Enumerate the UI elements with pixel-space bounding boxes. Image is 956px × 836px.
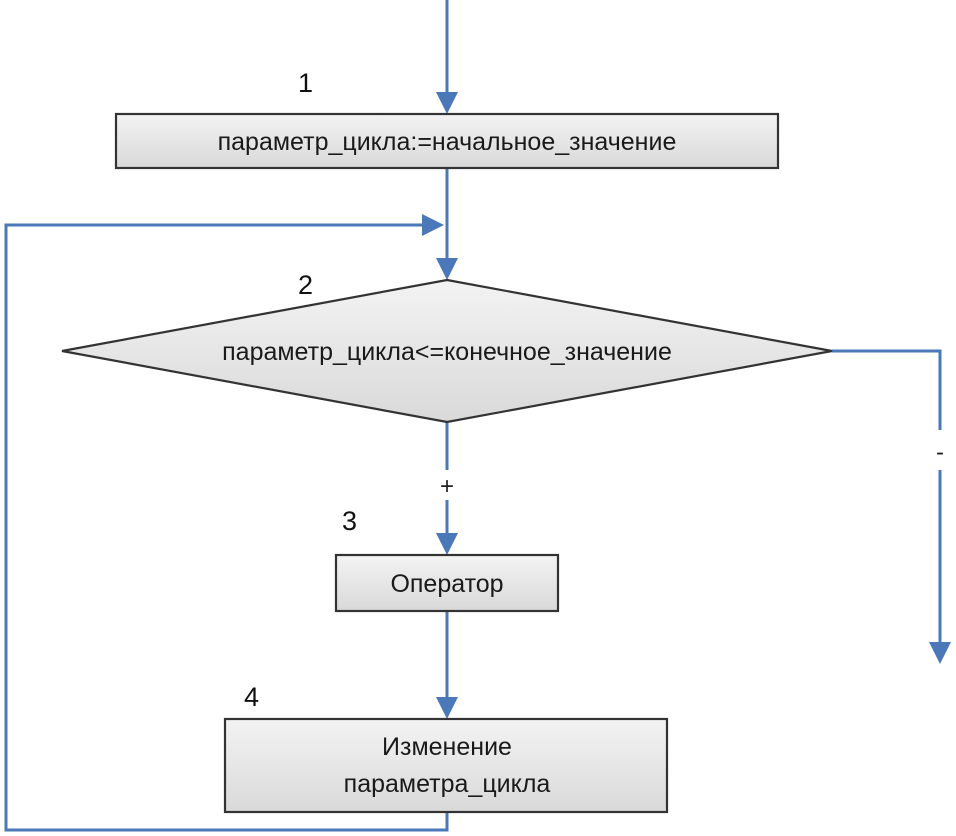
edge-decision-no bbox=[832, 349, 942, 430]
branch-no-label: - bbox=[936, 439, 944, 466]
step-2-number: 2 bbox=[298, 270, 313, 300]
step-4-label-line2: параметра_цикла bbox=[344, 770, 551, 798]
edge-loop-back bbox=[4, 223, 449, 832]
step-1-label: параметр_цикла:=начальное_значение bbox=[218, 128, 677, 156]
step-3-number: 3 bbox=[342, 506, 357, 536]
step-4: 4 Изменение параметра_цикла bbox=[223, 682, 669, 814]
step-4-number: 4 bbox=[244, 682, 259, 712]
step-1-box bbox=[114, 112, 780, 170]
arrowhead-loop-back bbox=[422, 214, 444, 236]
arrowhead-decision-top bbox=[436, 258, 458, 280]
branch-yes-label: + bbox=[440, 473, 454, 500]
step-4-box bbox=[223, 717, 669, 814]
step-1: 1 параметр_цикла:=начальное_значение bbox=[114, 68, 780, 170]
step-3-label: Оператор bbox=[390, 570, 503, 598]
step-1-number: 1 bbox=[298, 68, 313, 98]
arrowhead-step3 bbox=[436, 533, 458, 555]
connectors bbox=[4, 0, 951, 832]
decision-diamond bbox=[61, 278, 833, 424]
decision-label: параметр_цикла<=конечное_значение bbox=[222, 338, 672, 366]
step-3: 3 Оператор bbox=[334, 506, 560, 613]
step-3-box bbox=[334, 553, 560, 613]
step-4-label-line1: Изменение bbox=[382, 733, 512, 761]
arrowhead-step4 bbox=[436, 697, 458, 719]
step-2: 2 параметр_цикла<=конечное_значение + - bbox=[61, 270, 944, 500]
arrowhead-exit bbox=[929, 642, 951, 664]
arrowhead-entry bbox=[436, 92, 458, 114]
